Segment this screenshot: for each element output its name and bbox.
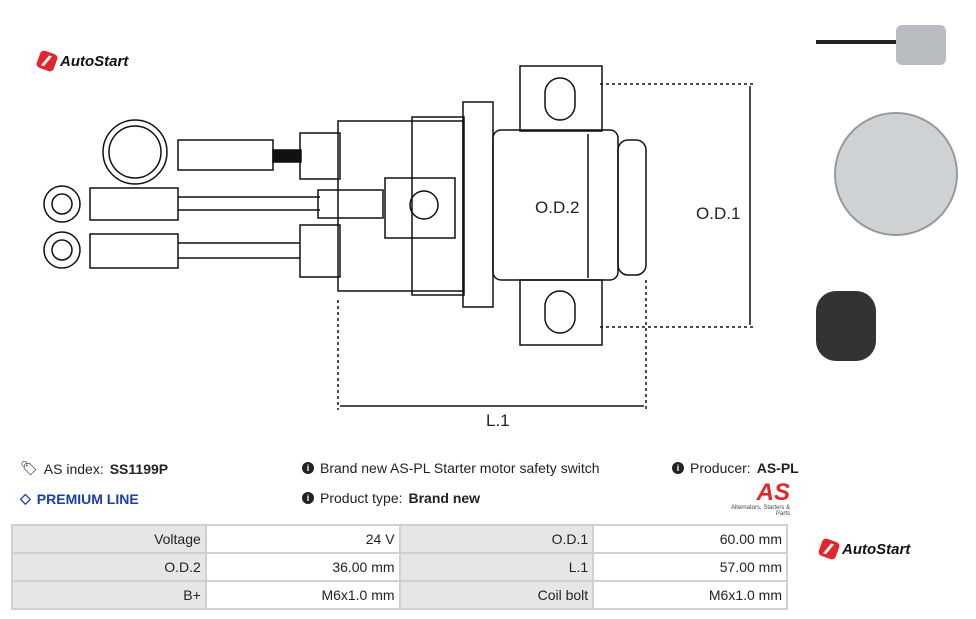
- spec-value: 57.00 mm: [592, 552, 788, 582]
- as-index: 🏷 AS index: SS1199P: [20, 460, 168, 477]
- autostart-logo: AutoStart: [35, 49, 129, 73]
- diamond-icon: ◇: [20, 490, 31, 506]
- as-logo-text: AS: [756, 479, 790, 506]
- spec-value: 36.00 mm: [204, 552, 401, 582]
- logo-text: AutoStart: [60, 52, 129, 70]
- as-logo-tagline: Alternators, Starters & Parts: [730, 505, 790, 517]
- product-photo-1[interactable]: [806, 5, 970, 85]
- product-type-value: Brand new: [408, 490, 481, 506]
- od2-label: O.D.2: [535, 198, 580, 217]
- as-index-value: SS1199P: [109, 460, 169, 477]
- description-text: Brand new AS-PL Starter motor safety swi…: [320, 460, 600, 476]
- producer-value: AS-PL: [756, 460, 799, 476]
- spec-value: 24 V: [204, 524, 401, 554]
- od1-label: O.D.1: [696, 204, 741, 223]
- premium-line[interactable]: ◇ PREMIUM LINE: [20, 490, 139, 507]
- spec-label: B+: [11, 580, 207, 610]
- producer: i Producer: AS-PL: [672, 460, 799, 476]
- spec-label: L.1: [398, 552, 595, 582]
- description: i Brand new AS-PL Starter motor safety sw…: [302, 460, 600, 476]
- autostart-watermark: AutoStart: [817, 537, 911, 561]
- as-index-label: AS index:: [43, 460, 104, 477]
- spec-label: O.D.2: [11, 552, 207, 582]
- premium-label: PREMIUM LINE: [36, 490, 139, 507]
- product-type: i Product type: Brand new: [302, 490, 480, 506]
- info-icon: i: [302, 462, 314, 474]
- spec-label: Voltage: [11, 524, 207, 554]
- product-type-label: Product type:: [320, 490, 403, 506]
- spec-value: 60.00 mm: [592, 524, 788, 554]
- spec-value: M6x1.0 mm: [204, 580, 401, 610]
- spec-value: M6x1.0 mm: [592, 580, 788, 610]
- l1-label: L.1: [486, 411, 510, 430]
- autostart-gear-icon: [817, 537, 841, 561]
- product-photo-2[interactable]: [806, 92, 970, 267]
- producer-label: Producer:: [690, 460, 751, 476]
- info-icon: i: [672, 462, 684, 474]
- info-icon: i: [302, 492, 314, 504]
- spec-label: O.D.1: [398, 524, 595, 554]
- technical-drawing: [43, 65, 755, 410]
- product-photo-3[interactable]: [806, 276, 970, 384]
- tag-icon: 🏷: [20, 460, 38, 476]
- watermark-text: AutoStart: [842, 540, 911, 558]
- spec-label: Coil bolt: [398, 580, 595, 610]
